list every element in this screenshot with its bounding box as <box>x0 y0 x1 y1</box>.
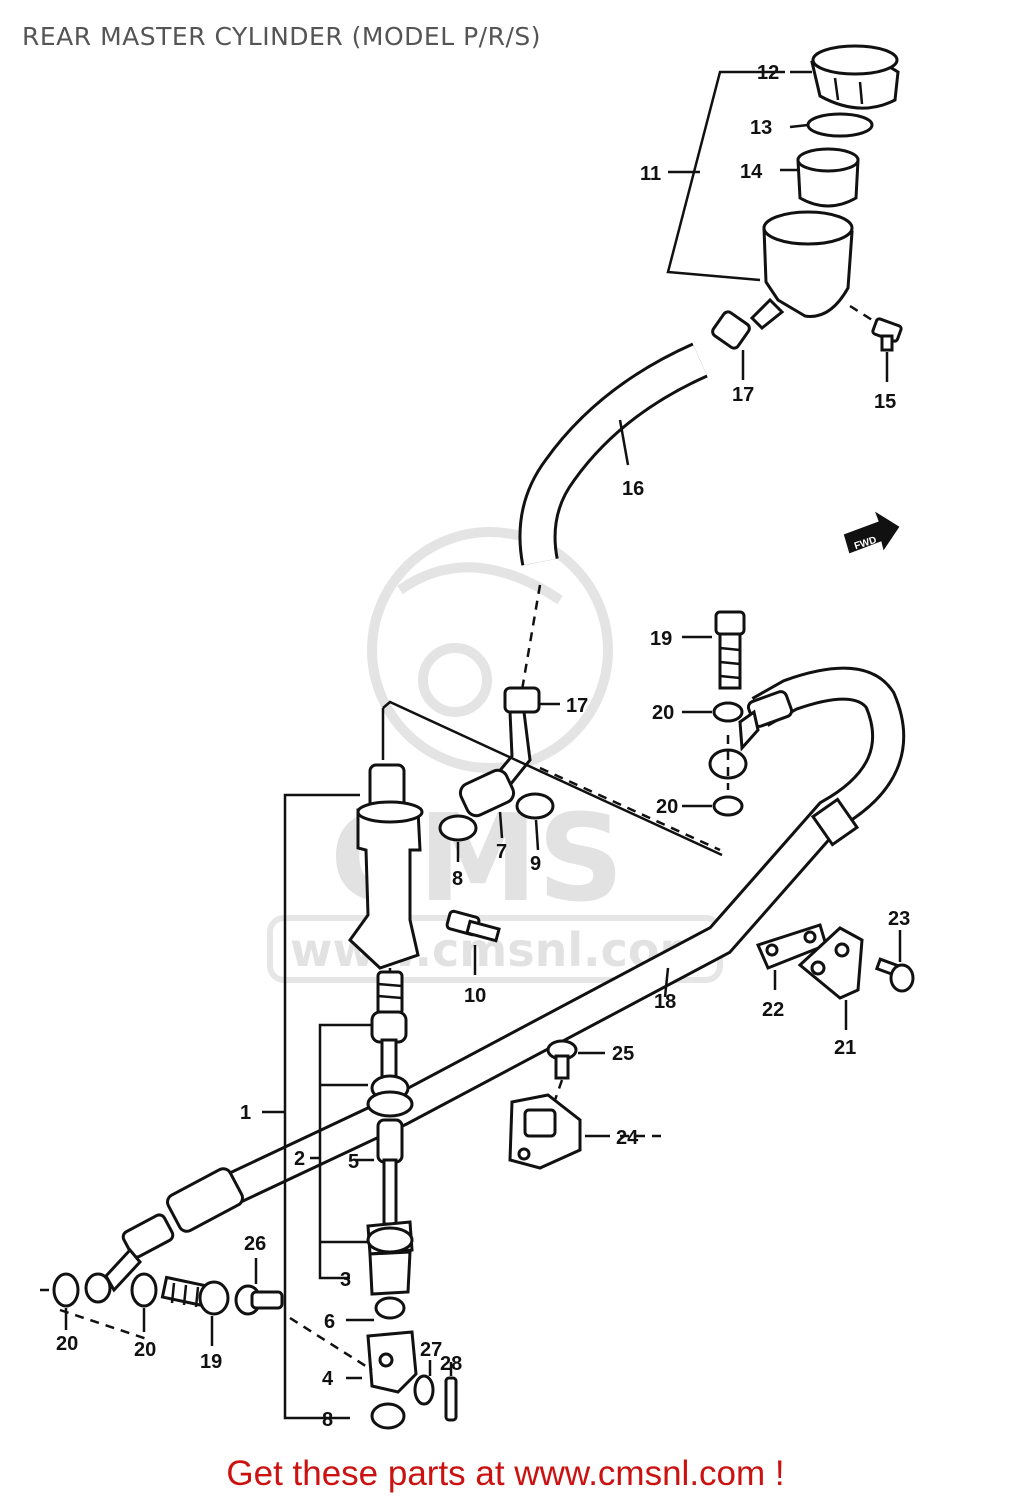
page-title: REAR MASTER CYLINDER (MODEL P/R/S) <box>22 22 542 51</box>
watermark-logo: CMS www.cmsnl.com <box>267 527 723 983</box>
pin-26[interactable] <box>234 1284 284 1316</box>
label-3: 3 <box>340 1269 351 1291</box>
label-13: 13 <box>750 117 772 139</box>
label-17-lower: 17 <box>566 695 588 717</box>
bolt-23[interactable] <box>874 957 915 993</box>
reservoir-screw[interactable] <box>871 317 903 352</box>
union-bolt-lower[interactable] <box>160 1275 230 1316</box>
label-18: 18 <box>654 991 676 1013</box>
label-1: 1 <box>240 1102 251 1124</box>
push-rod-assembly[interactable] <box>366 970 414 1320</box>
washer-upper-1[interactable] <box>712 701 744 723</box>
washer-upper-2[interactable] <box>712 795 744 817</box>
hose-clamp-upper[interactable] <box>711 310 752 350</box>
label-7: 7 <box>496 841 507 863</box>
union-bolt-upper[interactable] <box>714 610 746 690</box>
label-28: 28 <box>440 1353 462 1375</box>
label-19-upper: 19 <box>650 628 672 650</box>
cotter-pin-28[interactable] <box>444 1376 458 1422</box>
label-20-upper-2: 20 <box>656 796 678 818</box>
bracket-24[interactable] <box>508 1093 582 1170</box>
label-23: 23 <box>888 908 910 930</box>
label-21: 21 <box>834 1037 856 1059</box>
reservoir-group <box>666 44 903 382</box>
master-cylinder-body[interactable] <box>348 763 424 970</box>
label-26: 26 <box>244 1233 266 1255</box>
label-8-lower: 8 <box>322 1409 333 1431</box>
label-19-lower: 19 <box>200 1351 222 1373</box>
label-10: 10 <box>464 985 486 1007</box>
label-6: 6 <box>324 1311 335 1333</box>
label-17-upper: 17 <box>732 384 754 406</box>
reservoir-diaphragm[interactable] <box>796 147 860 208</box>
hose-joint-pipe[interactable] <box>457 710 532 819</box>
bolt-25[interactable] <box>546 1039 578 1080</box>
label-20-lower-2: 20 <box>134 1339 156 1361</box>
label-11: 11 <box>640 163 661 185</box>
brake-hose[interactable] <box>121 666 906 1260</box>
footer-cta-link[interactable]: Get these parts at www.cmsnl.com ! <box>226 1454 785 1493</box>
banjo-fitting-lower[interactable] <box>84 1247 142 1304</box>
label-12: 12 <box>757 62 779 84</box>
label-8-upper: 8 <box>452 868 463 890</box>
washer-lower-2[interactable] <box>130 1272 158 1308</box>
reservoir-cap[interactable] <box>810 44 900 110</box>
o-ring-8[interactable] <box>438 814 478 842</box>
label-20-upper-1: 20 <box>652 702 674 724</box>
circlip-9[interactable] <box>515 792 555 820</box>
label-9: 9 <box>530 853 541 875</box>
label-20-lower-1: 20 <box>56 1333 78 1355</box>
label-25: 25 <box>612 1043 634 1065</box>
hose-clamp-21[interactable] <box>797 926 864 1000</box>
label-27: 27 <box>420 1339 442 1361</box>
label-15: 15 <box>874 391 896 413</box>
label-16: 16 <box>622 478 644 500</box>
hose-clamp-lower[interactable] <box>503 686 541 714</box>
banjo-fitting-upper[interactable] <box>708 709 760 780</box>
label-4: 4 <box>322 1368 334 1390</box>
label-5: 5 <box>348 1151 359 1173</box>
washer-27[interactable] <box>413 1374 435 1406</box>
reservoir-body[interactable] <box>749 210 854 331</box>
bolt-10[interactable] <box>445 909 501 943</box>
label-22: 22 <box>762 999 784 1021</box>
reservoir-hose[interactable] <box>518 342 708 566</box>
label-24: 24 <box>616 1127 639 1149</box>
label-14: 14 <box>740 161 763 183</box>
fwd-arrow-icon: FWD <box>843 511 900 554</box>
clevis-joint[interactable] <box>366 1330 418 1394</box>
washer-lower-1[interactable] <box>52 1272 80 1308</box>
reservoir-plate[interactable] <box>806 112 874 138</box>
label-2: 2 <box>294 1148 305 1170</box>
nut-8[interactable] <box>370 1402 406 1430</box>
